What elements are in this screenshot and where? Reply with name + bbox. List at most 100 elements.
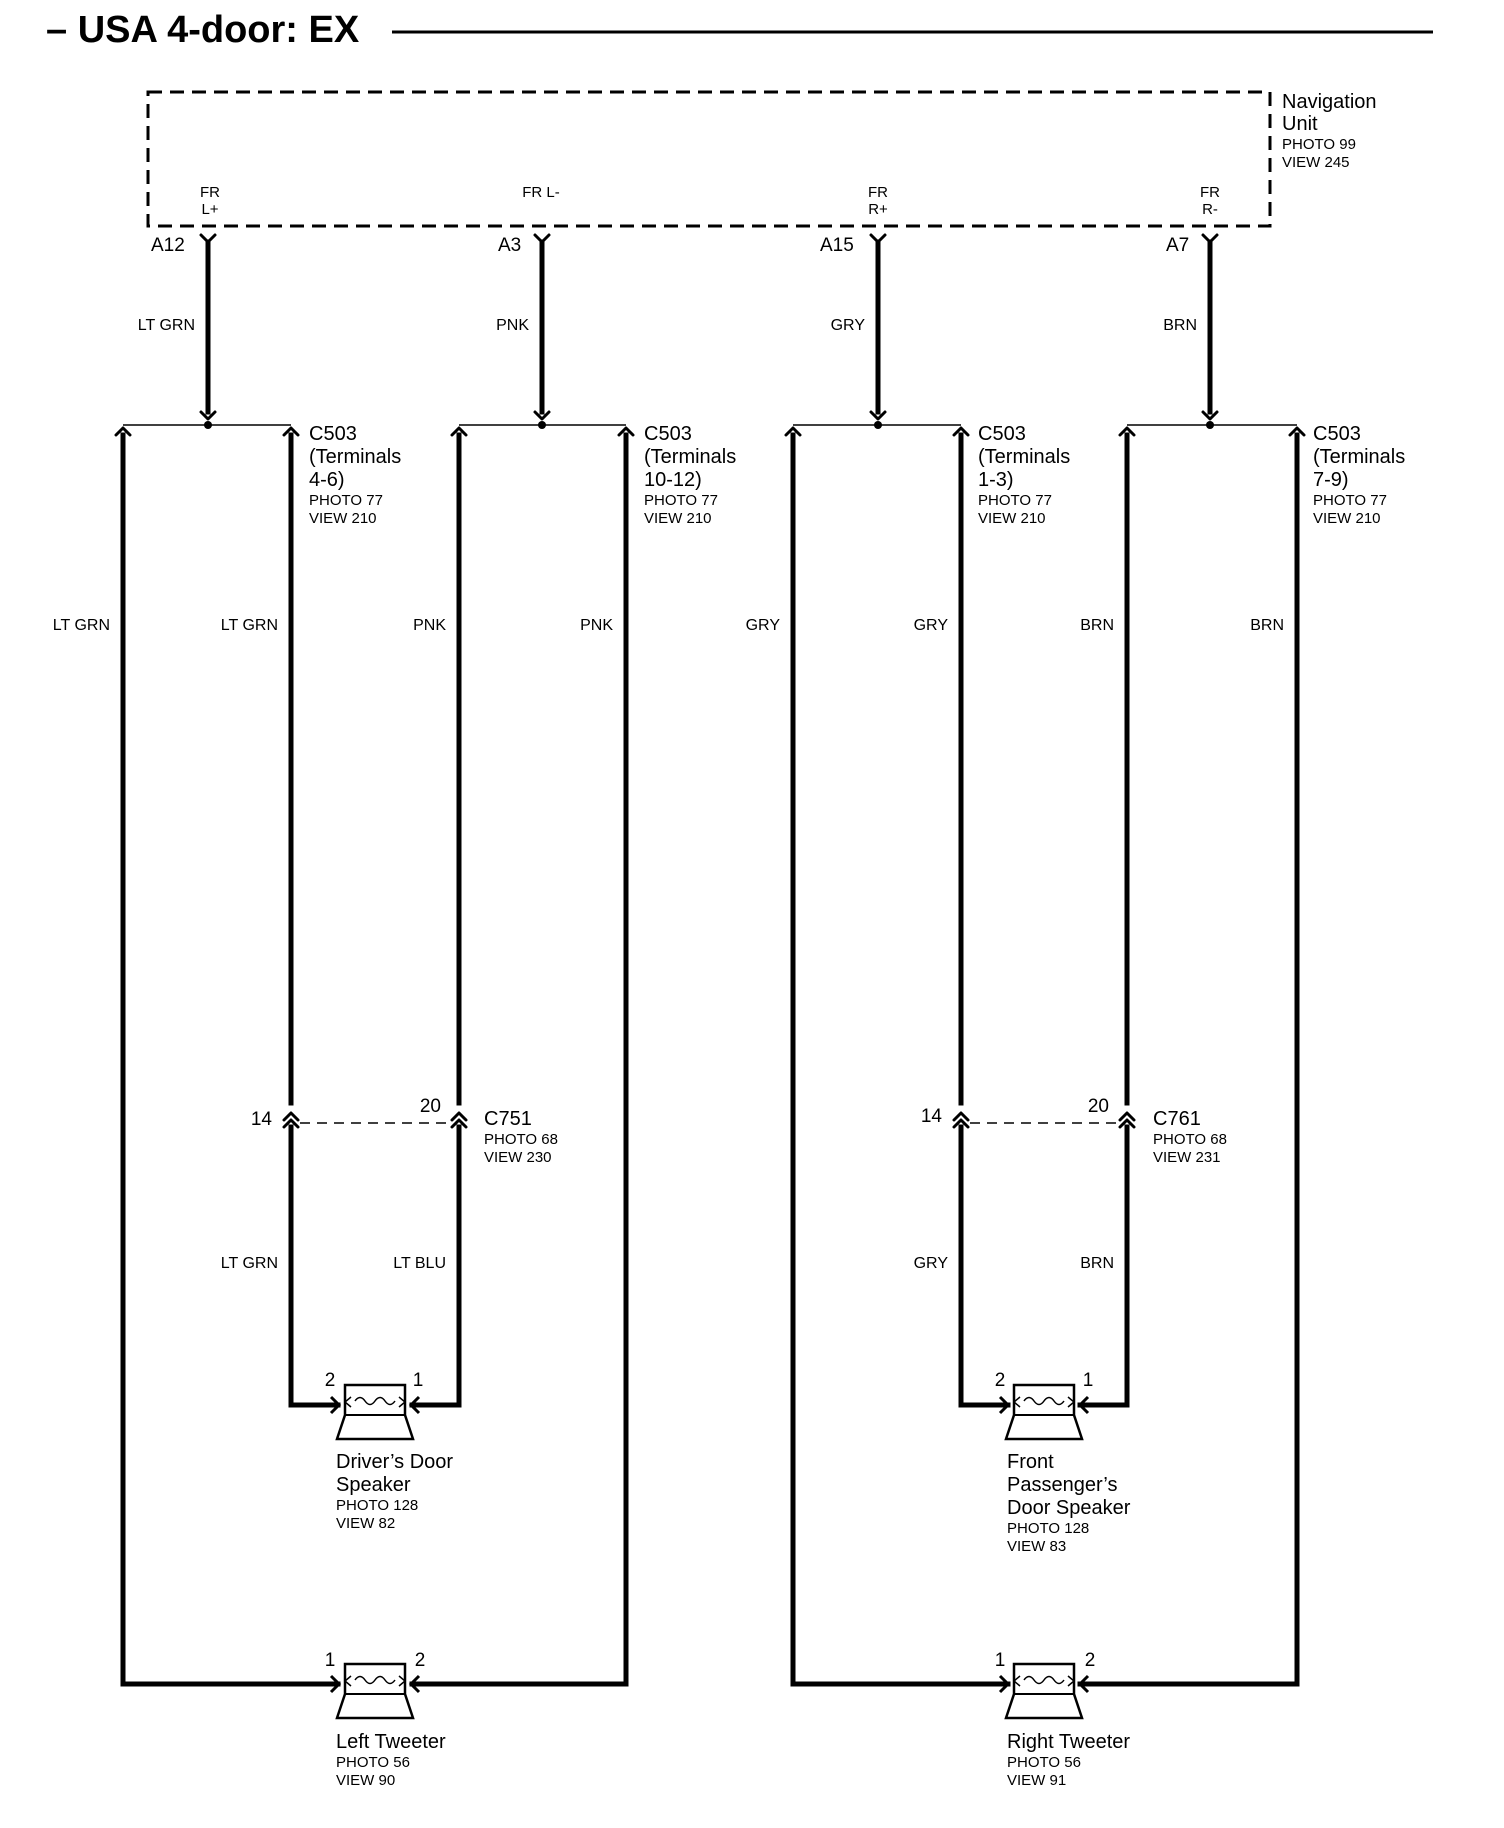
wire-label: BRN xyxy=(1080,617,1114,634)
speaker-name-line1: Right Tweeter xyxy=(1007,1731,1130,1753)
speaker-pin: 1 xyxy=(325,1650,336,1671)
speaker-photo: PHOTO 128 xyxy=(1007,1520,1089,1537)
nav-unit-name-line2: Unit xyxy=(1282,113,1318,135)
speaker-photo: PHOTO 56 xyxy=(336,1754,410,1771)
pin-a12: A12 xyxy=(151,235,185,256)
speaker-name-line3: Door Speaker xyxy=(1007,1497,1131,1519)
wire-label: LT GRN xyxy=(221,1255,278,1272)
nav-output-wires xyxy=(199,233,1219,415)
wire-passenger-speaker-1 xyxy=(1077,1124,1130,1408)
wire-label: LT GRN xyxy=(53,617,110,634)
svg-text:1-3): 1-3) xyxy=(978,469,1014,491)
navigation-unit-box xyxy=(146,90,1272,228)
terminal-fr-l-minus-label: FR L- xyxy=(522,184,560,201)
svg-text:PHOTO 77: PHOTO 77 xyxy=(644,492,718,509)
c761-connector: 14 20 C761 PHOTO 68 VIEW 231 xyxy=(921,1096,1227,1166)
svg-text:PHOTO 77: PHOTO 77 xyxy=(309,492,383,509)
c503-label-10-12: C503 (Terminals 10-12) PHOTO 77 VIEW 210 xyxy=(644,423,736,527)
terminal-fr-l-plus-label2: L+ xyxy=(201,201,218,218)
speaker-pin: 1 xyxy=(413,1370,424,1391)
speaker-pin: 2 xyxy=(995,1370,1006,1391)
c751-connector: 14 20 C751 PHOTO 68 VIEW 230 xyxy=(251,1096,558,1166)
svg-text:VIEW 210: VIEW 210 xyxy=(1313,510,1381,527)
terminal-fr-r-minus-label2: R- xyxy=(1202,201,1218,218)
speaker-icon xyxy=(998,1383,1090,1441)
door-speaker-wires xyxy=(288,1124,1130,1408)
speaker-photo: PHOTO 128 xyxy=(336,1497,418,1514)
svg-text:(Terminals: (Terminals xyxy=(644,446,736,468)
pin-a15: A15 xyxy=(820,235,854,256)
terminal-fr-l-plus-label1: FR xyxy=(200,184,220,201)
terminal-fr-r-plus-label1: FR xyxy=(868,184,888,201)
left-tweeter: 1 2 Left Tweeter PHOTO 56 VIEW 90 xyxy=(325,1650,446,1789)
wire-label: BRN xyxy=(1250,617,1284,634)
svg-text:C503: C503 xyxy=(1313,423,1361,445)
speaker-pin: 1 xyxy=(1083,1370,1094,1391)
c751-pin-20: 20 xyxy=(420,1096,441,1117)
c761-name: C761 xyxy=(1153,1108,1201,1130)
speaker-photo: PHOTO 56 xyxy=(1007,1754,1081,1771)
svg-text:(Terminals: (Terminals xyxy=(1313,446,1405,468)
speaker-name-line1: Driver’s Door xyxy=(336,1451,453,1473)
terminal-fr-r-plus-label2: R+ xyxy=(868,201,888,218)
wire-label: LT BLU xyxy=(393,1255,446,1272)
speaker-name-line1: Left Tweeter xyxy=(336,1731,446,1753)
wire-label-a15: GRY xyxy=(831,317,866,334)
page-title: – USA 4-door: EX xyxy=(46,9,360,51)
terminal-fr-r-minus-label1: FR xyxy=(1200,184,1220,201)
speaker-pin: 2 xyxy=(325,1370,336,1391)
c503-label-4-6: C503 (Terminals 4-6) PHOTO 77 VIEW 210 xyxy=(309,423,401,527)
svg-text:4-6): 4-6) xyxy=(309,469,345,491)
c761-view: VIEW 231 xyxy=(1153,1149,1221,1166)
wire-driver-speaker-1 xyxy=(409,1124,462,1408)
navigation-unit-label: Navigation Unit PHOTO 99 VIEW 245 xyxy=(1282,91,1377,171)
speaker-pin: 1 xyxy=(995,1650,1006,1671)
svg-text:7-9): 7-9) xyxy=(1313,469,1349,491)
c761-pin-20: 20 xyxy=(1088,1096,1109,1117)
wire-driver-speaker-2 xyxy=(288,1124,341,1408)
drivers-door-speaker: 2 1 Driver’s Door Speaker PHOTO 128 VIEW… xyxy=(325,1370,454,1532)
svg-text:C503: C503 xyxy=(644,423,692,445)
c503-splices xyxy=(114,410,1306,437)
speaker-view: VIEW 83 xyxy=(1007,1538,1066,1555)
speaker-icon xyxy=(329,1383,421,1441)
speaker-name-line2: Passenger’s xyxy=(1007,1474,1117,1496)
nav-unit-photo: PHOTO 99 xyxy=(1282,136,1356,153)
wire-label: GRY xyxy=(914,617,949,634)
wire-label: BRN xyxy=(1080,1255,1114,1272)
wire-label: GRY xyxy=(914,1255,949,1272)
nav-unit-view: VIEW 245 xyxy=(1282,154,1350,171)
speaker-name-line1: Front xyxy=(1007,1451,1054,1473)
wire-label-a7: BRN xyxy=(1163,317,1197,334)
wire-label: GRY xyxy=(746,617,781,634)
svg-text:C503: C503 xyxy=(309,423,357,445)
svg-text:VIEW 210: VIEW 210 xyxy=(309,510,377,527)
svg-text:VIEW 210: VIEW 210 xyxy=(644,510,712,527)
svg-text:(Terminals: (Terminals xyxy=(309,446,401,468)
wire-label-a12: LT GRN xyxy=(138,317,195,334)
svg-text:PHOTO 77: PHOTO 77 xyxy=(978,492,1052,509)
wire-label: PNK xyxy=(413,617,446,634)
wire-label: PNK xyxy=(580,617,613,634)
svg-text:C503: C503 xyxy=(978,423,1026,445)
speaker-view: VIEW 90 xyxy=(336,1772,395,1789)
pin-a7: A7 xyxy=(1166,235,1189,256)
svg-text:PHOTO 77: PHOTO 77 xyxy=(1313,492,1387,509)
c503-label-7-9: C503 (Terminals 7-9) PHOTO 77 VIEW 210 xyxy=(1313,423,1405,527)
speaker-view: VIEW 82 xyxy=(336,1515,395,1532)
speaker-view: VIEW 91 xyxy=(1007,1772,1066,1789)
right-tweeter: 1 2 Right Tweeter PHOTO 56 VIEW 91 xyxy=(995,1650,1131,1789)
svg-text:10-12): 10-12) xyxy=(644,469,702,491)
wire-label: LT GRN xyxy=(221,617,278,634)
c761-photo: PHOTO 68 xyxy=(1153,1131,1227,1148)
speaker-pin: 2 xyxy=(415,1650,426,1671)
c503-label-1-3: C503 (Terminals 1-3) PHOTO 77 VIEW 210 xyxy=(978,423,1070,527)
speaker-icon xyxy=(998,1662,1090,1720)
speaker-icon xyxy=(329,1662,421,1720)
c751-name: C751 xyxy=(484,1108,532,1130)
svg-text:VIEW 210: VIEW 210 xyxy=(978,510,1046,527)
c761-pin-14: 14 xyxy=(921,1106,943,1127)
nav-unit-name-line1: Navigation xyxy=(1282,91,1377,113)
wire-label-a3: PNK xyxy=(496,317,529,334)
